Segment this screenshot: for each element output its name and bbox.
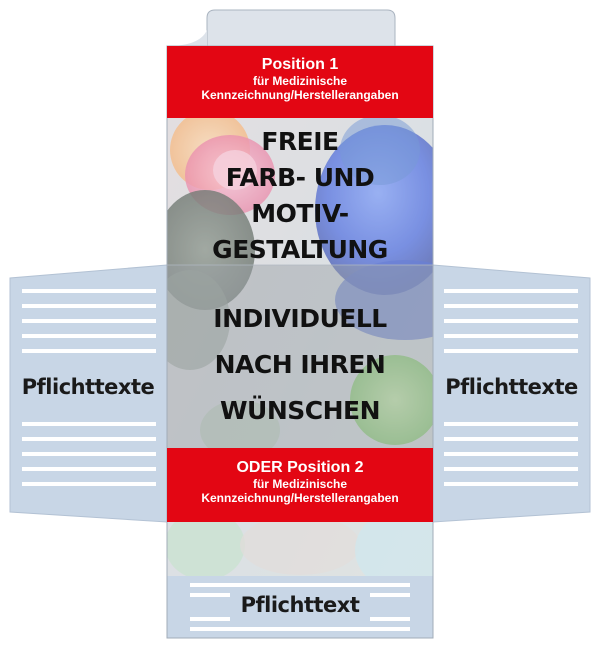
individual-line-2: NACH IHREN: [214, 350, 386, 379]
left-flap-label: Pflichttexte: [21, 375, 155, 399]
right-flap-text-lines: [444, 289, 578, 486]
position-2-title: ODER Position 2: [236, 459, 364, 476]
individual-text: INDIVIDUELL NACH IHREN WÜNSCHEN: [167, 296, 433, 434]
design-line-1: FREIE: [261, 127, 339, 156]
bottom-flap-text-lines: [190, 583, 410, 631]
design-line-3: MOTIV-: [251, 199, 349, 228]
design-freedom-text: FREIE FARB- UND MOTIV- GESTALTUNG: [167, 124, 433, 268]
individual-line-1: INDIVIDUELL: [213, 304, 387, 333]
design-line-2: FARB- UND: [225, 163, 375, 192]
position-1-line2: Kennzeichnung/Herstellerangaben: [201, 88, 399, 102]
position-2-label: ODER Position 2 für Medizinische Kennzei…: [167, 459, 433, 505]
right-flap-label: Pflichttexte: [445, 375, 578, 399]
position-2-block: [167, 448, 433, 522]
position-1-block: [167, 46, 433, 118]
individual-line-3: WÜNSCHEN: [219, 396, 381, 425]
position-1-title: Position 1: [261, 56, 339, 73]
position-1-label: Position 1 für Medizinische Kennzeichnun…: [167, 56, 433, 102]
position-1-line1: für Medizinische: [252, 74, 347, 88]
background-photo: [167, 118, 433, 638]
position-2-line2: Kennzeichnung/Herstellerangaben: [201, 491, 399, 505]
top-tuck-tab: [167, 9, 396, 47]
position-2-line1: für Medizinische: [252, 477, 347, 491]
left-flap-text-lines: [22, 289, 156, 486]
design-line-4: GESTALTUNG: [212, 235, 388, 264]
bottom-flap-label: Pflichttext: [240, 593, 360, 617]
